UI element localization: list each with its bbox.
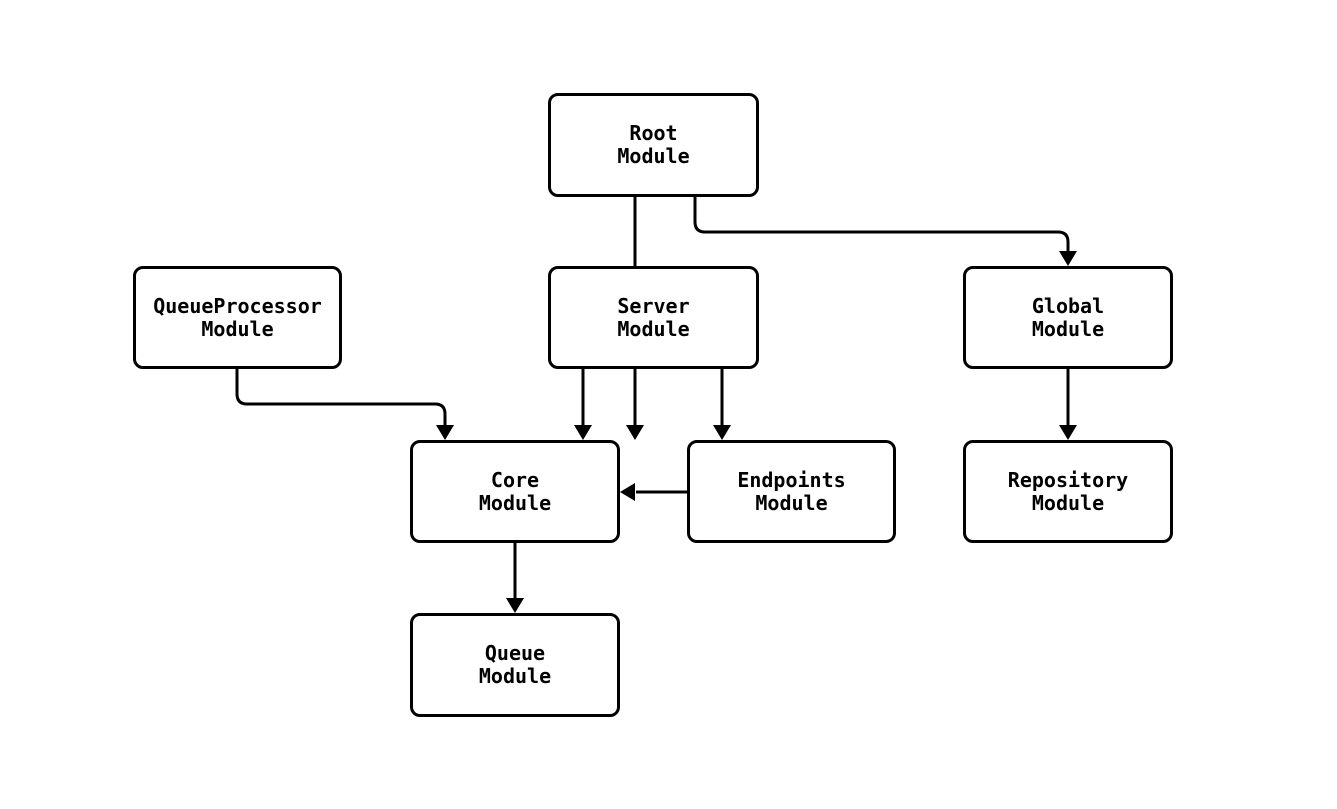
node-endpoints[interactable]: Endpoints Module xyxy=(687,440,896,543)
arrowhead-icon xyxy=(1059,251,1077,266)
node-queue[interactable]: Queue Module xyxy=(410,613,620,717)
arrowhead-icon xyxy=(713,425,731,440)
arrowhead-icon xyxy=(574,425,592,440)
edge-queueprocessor-to-core xyxy=(235,369,454,440)
node-label-core: Core Module xyxy=(478,467,552,515)
edge-server-to-core xyxy=(574,369,592,440)
edge-server-to-endpoints xyxy=(713,369,731,440)
node-core[interactable]: Core Module xyxy=(410,440,620,543)
arrowhead-icon xyxy=(506,598,524,613)
node-label-queueprocessor: QueueProcessor Module xyxy=(153,293,322,341)
edge-global-to-repository xyxy=(1059,369,1077,440)
node-root[interactable]: Root Module xyxy=(548,93,759,197)
arrowhead-icon xyxy=(620,483,635,501)
node-global[interactable]: Global Module xyxy=(963,266,1173,369)
node-label-repository: Repository Module xyxy=(1007,467,1129,515)
node-queueprocessor[interactable]: QueueProcessor Module xyxy=(133,266,342,369)
edge-line xyxy=(235,369,447,425)
edge-endpoints-to-core xyxy=(620,483,687,501)
node-repository[interactable]: Repository Module xyxy=(963,440,1173,543)
node-label-queue: Queue Module xyxy=(478,641,552,688)
node-server[interactable]: Server Module xyxy=(548,266,759,369)
arrowhead-icon xyxy=(1059,425,1077,440)
node-label-root: Root Module xyxy=(617,121,690,168)
arrowhead-icon xyxy=(436,425,454,440)
arrowhead-icon xyxy=(626,425,644,440)
edge-core-to-queue xyxy=(506,543,524,613)
node-label-global: Global Module xyxy=(1031,293,1105,341)
edge-root-to-global xyxy=(693,197,1077,266)
node-label-endpoints: Endpoints Module xyxy=(737,467,846,515)
node-label-server: Server Module xyxy=(617,293,690,341)
edge-line xyxy=(693,197,1070,251)
